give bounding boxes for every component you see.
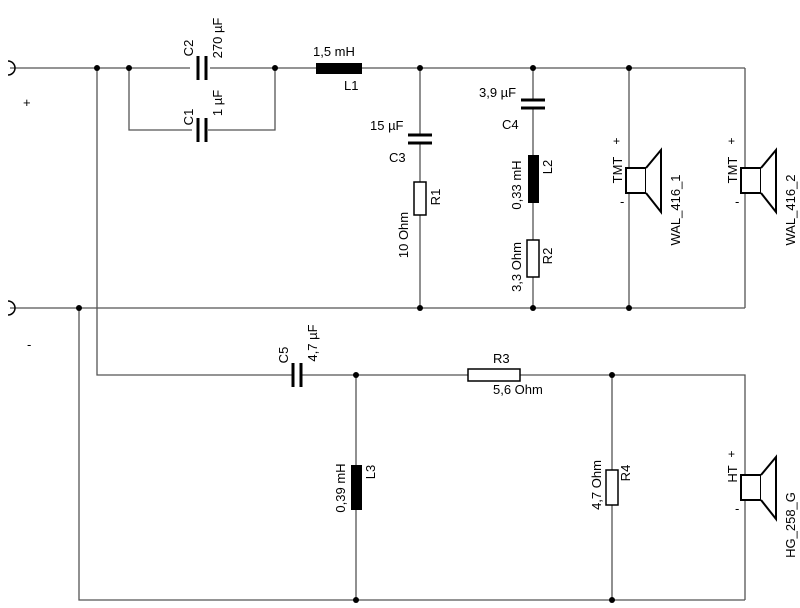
- c3-name: C3: [389, 150, 406, 165]
- speaker-1-model: WAL_416_1: [668, 174, 683, 245]
- c4-name: C4: [502, 117, 519, 132]
- capacitor-c1[interactable]: C1 1 µF: [181, 90, 225, 142]
- c1-name: C1: [181, 109, 196, 126]
- l3-value: 0,39 mH: [333, 463, 348, 512]
- r3-value: 5,6 Ohm: [493, 382, 543, 397]
- r4-name: R4: [618, 465, 633, 482]
- resistor-r1[interactable]: 10 Ohm R1: [396, 181, 443, 258]
- speaker-wal-416-1[interactable]: TMT + - WAL_416_1: [610, 134, 683, 246]
- plus-label: +: [23, 95, 31, 110]
- speaker-3-type: HT: [725, 465, 740, 482]
- speaker-2-model: WAL_416_2: [783, 174, 798, 245]
- c2-value: 270 µF: [210, 18, 225, 59]
- speaker-1-minus: -: [620, 194, 624, 209]
- speaker-1-plus: +: [613, 134, 620, 148]
- r4-value: 4,7 Ohm: [589, 460, 604, 510]
- terminal-minus[interactable]: [7, 300, 16, 316]
- inductor-l1[interactable]: 1,5 mH L1: [313, 44, 362, 93]
- l1-value: 1,5 mH: [313, 44, 355, 59]
- r1-value: 10 Ohm: [396, 212, 411, 258]
- c5-value: 4,7 µF: [305, 324, 320, 361]
- resistor-r2[interactable]: 3,3 Ohm R2: [509, 239, 555, 292]
- r3-name: R3: [493, 351, 510, 366]
- l2-value: 0,33 mH: [509, 160, 524, 209]
- speaker-1-type: TMT: [610, 157, 625, 184]
- c3-value: 15 µF: [370, 118, 404, 133]
- wires: [10, 67, 746, 601]
- l1-name: L1: [344, 78, 358, 93]
- junction-dots: [76, 65, 632, 603]
- c4-value: 3,9 µF: [479, 85, 516, 100]
- resistor-r4[interactable]: 4,7 Ohm R4: [589, 460, 633, 510]
- c1-value: 1 µF: [210, 90, 225, 116]
- terminal-plus[interactable]: [7, 60, 16, 76]
- speaker-2-type: TMT: [725, 157, 740, 184]
- capacitor-c4[interactable]: 3,9 µF C4: [479, 85, 545, 132]
- capacitor-c5[interactable]: C5 4,7 µF: [276, 324, 320, 387]
- c2-name: C2: [181, 40, 196, 57]
- speaker-3-model: HG_258_G: [783, 492, 798, 558]
- l2-name: L2: [540, 160, 555, 174]
- resistor-r3[interactable]: R3 5,6 Ohm: [467, 351, 543, 397]
- speaker-3-minus: -: [735, 501, 739, 516]
- r1-name: R1: [428, 189, 443, 206]
- minus-label: -: [27, 337, 31, 352]
- capacitor-c3[interactable]: 15 µF C3: [370, 118, 432, 165]
- r2-value: 3,3 Ohm: [509, 242, 524, 292]
- l3-name: L3: [363, 465, 378, 479]
- speaker-wal-416-2[interactable]: TMT + - WAL_416_2: [725, 134, 798, 246]
- speaker-3-plus: +: [728, 447, 735, 461]
- speaker-hg-258-g[interactable]: HT + - HG_258_G: [725, 447, 798, 558]
- r2-name: R2: [540, 248, 555, 265]
- inductor-l3[interactable]: 0,39 mH L3: [333, 463, 378, 512]
- inductor-l2[interactable]: 0,33 mH L2: [509, 155, 555, 210]
- speaker-2-minus: -: [735, 194, 739, 209]
- speaker-2-plus: +: [728, 134, 735, 148]
- capacitor-c2[interactable]: C2 270 µF: [181, 18, 225, 80]
- c5-name: C5: [276, 347, 291, 364]
